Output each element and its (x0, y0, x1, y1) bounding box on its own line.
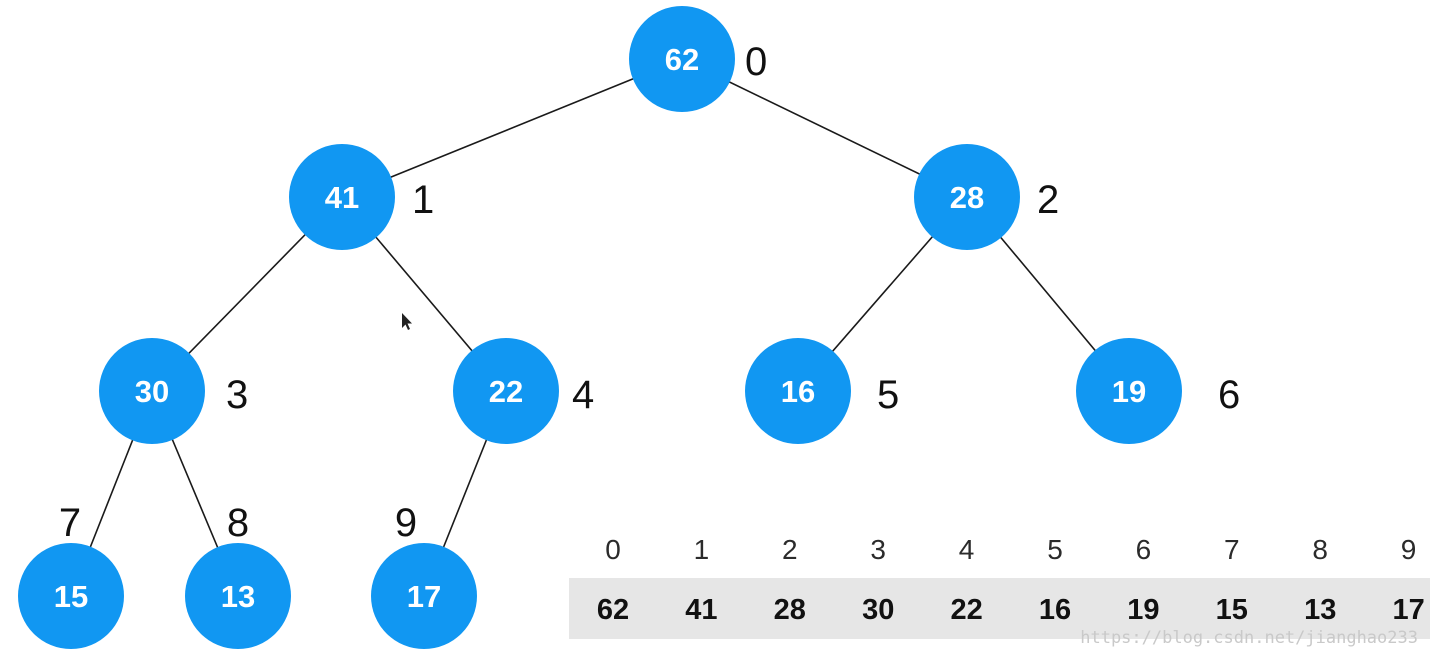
node-index-label: 3 (226, 373, 248, 417)
node-circle (185, 543, 291, 649)
tree-node: 62 0 (629, 6, 767, 112)
array-index: 7 (1224, 534, 1240, 565)
array-index: 3 (870, 534, 886, 565)
array-index: 4 (959, 534, 975, 565)
node-index-label: 8 (227, 501, 249, 545)
node-circle (18, 543, 124, 649)
array-value: 17 (1392, 594, 1424, 626)
tree-node: 16 5 (745, 338, 899, 444)
node-circle (371, 543, 477, 649)
node-index-label: 2 (1037, 178, 1059, 222)
node-circle (99, 338, 205, 444)
array-value: 30 (862, 594, 894, 626)
node-index-label: 5 (877, 373, 899, 417)
node-value: 16 (781, 374, 815, 409)
array-index: 0 (605, 534, 621, 565)
node-value: 13 (221, 579, 255, 614)
node-index-label: 6 (1218, 373, 1240, 417)
node-index-label: 1 (412, 178, 434, 222)
node-circle (289, 144, 395, 250)
array-index: 5 (1047, 534, 1063, 565)
node-index-label: 9 (395, 501, 417, 545)
node-circle (453, 338, 559, 444)
tree-node: 13 8 (185, 501, 291, 649)
node-circle (914, 144, 1020, 250)
node-circle (745, 338, 851, 444)
node-value: 22 (489, 374, 523, 409)
array-index: 2 (782, 534, 798, 565)
node-value: 30 (135, 374, 169, 409)
array-index: 8 (1312, 534, 1328, 565)
node-value: 28 (950, 180, 984, 215)
tree-node: 30 3 (99, 338, 248, 444)
array-value: 28 (774, 594, 806, 626)
array-index: 9 (1401, 534, 1417, 565)
tree-node: 28 2 (914, 144, 1059, 250)
node-value: 41 (325, 180, 359, 215)
array-value: 15 (1216, 594, 1248, 626)
array-background (569, 578, 1430, 639)
node-index-label: 4 (572, 373, 594, 417)
node-value: 19 (1112, 374, 1146, 409)
tree-node: 17 9 (371, 501, 477, 649)
node-value: 62 (665, 42, 699, 77)
array-table: 0 1 2 3 4 5 6 7 8 9 62 41 28 30 22 16 19 15 13 17 (569, 534, 1430, 639)
tree-node: 15 7 (18, 501, 124, 649)
tree-node: 19 6 (1076, 338, 1240, 444)
array-index: 6 (1136, 534, 1152, 565)
array-value: 41 (685, 594, 717, 626)
node-value: 17 (407, 579, 441, 614)
tree-node: 41 1 (289, 144, 434, 250)
node-index-label: 0 (745, 40, 767, 84)
array-value: 19 (1127, 594, 1159, 626)
watermark-text: https://blog.csdn.net/jianghao233 (1080, 628, 1418, 648)
array-value: 22 (950, 594, 982, 626)
array-value: 62 (597, 594, 629, 626)
node-value: 15 (54, 579, 88, 614)
mouse-cursor-icon (402, 313, 412, 330)
array-value: 13 (1304, 594, 1336, 626)
node-circle (629, 6, 735, 112)
tree-edge (341, 58, 683, 198)
array-value: 16 (1039, 594, 1071, 626)
array-index: 1 (694, 534, 710, 565)
tree-node: 22 4 (453, 338, 594, 444)
node-index-label: 7 (59, 501, 81, 545)
node-circle (1076, 338, 1182, 444)
